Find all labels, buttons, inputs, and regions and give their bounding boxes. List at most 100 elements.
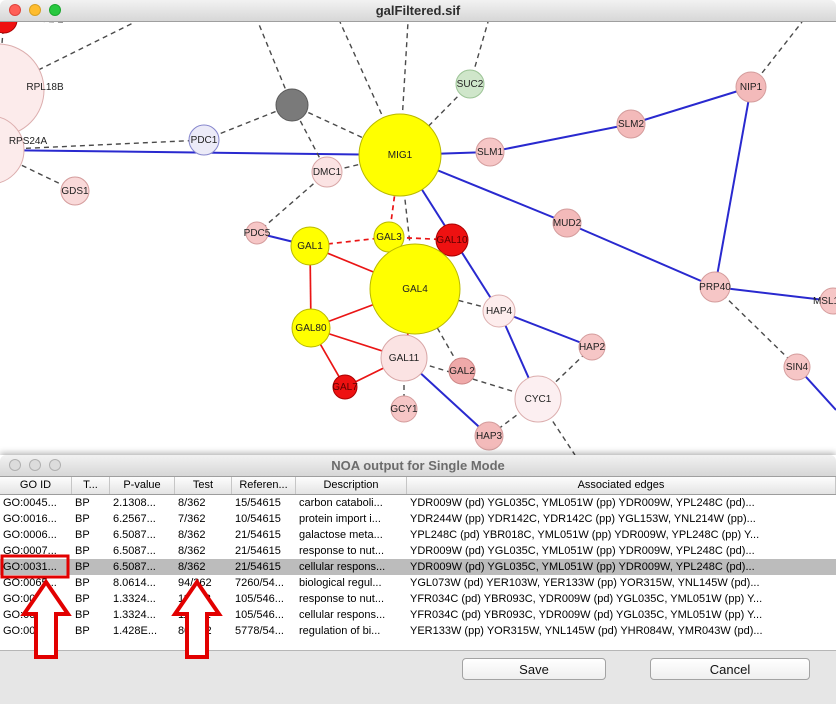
column-header-3[interactable]: P-value (110, 477, 175, 494)
edge[interactable] (567, 223, 715, 287)
cell: GO:0016... (0, 511, 72, 527)
node-label-gal11: GAL11 (389, 353, 420, 364)
cell: 11/362 (175, 591, 232, 607)
node-label-slm1: SLM1 (477, 147, 504, 158)
network-window-titlebar[interactable]: galFiltered.sif (0, 0, 836, 22)
network-window-title: galFiltered.sif (376, 3, 461, 18)
edge[interactable] (631, 87, 751, 124)
table-row-8[interactable]: GO:0031...BP1.3324...11/362105/546...cel… (0, 607, 836, 623)
minimize-button[interactable] (29, 459, 41, 471)
zoom-button[interactable] (49, 4, 61, 16)
node-label-gal4: GAL4 (402, 284, 428, 295)
noa-window-title: NOA output for Single Mode (331, 458, 505, 473)
cell: YFR034C (pd) YBR093C, YDR009W (pd) YGL03… (407, 607, 836, 623)
node-label-nip1: NIP1 (740, 82, 763, 93)
column-header-2[interactable]: T... (72, 477, 110, 494)
close-button[interactable] (9, 4, 21, 16)
cell: 21/54615 (232, 543, 296, 559)
node-label-gal10: GAL10 (436, 235, 468, 246)
node-label-gal3: GAL3 (376, 232, 402, 243)
cell: YFR034C (pd) YBR093C, YDR009W (pd) YGL03… (407, 591, 836, 607)
cell: 7/362 (175, 511, 232, 527)
node-red1[interactable] (0, 22, 17, 33)
cell: BP (72, 623, 110, 639)
cell: 11/362 (175, 607, 232, 623)
cell: YDR009W (pd) YGL035C, YML051W (pp) YDR00… (407, 559, 836, 575)
save-button[interactable]: Save (462, 658, 606, 680)
network-canvas[interactable]: RPL18BRPS24AGDS1PDC1DMC1SUC2MIG1SLM1SLM2… (0, 22, 836, 455)
column-header-7[interactable]: Associated edges (407, 477, 836, 494)
column-header-6[interactable]: Description (296, 477, 407, 494)
cell: BP (72, 575, 110, 591)
table-row-3[interactable]: GO:0006...BP6.5087...8/36221/54615galact… (0, 527, 836, 543)
node-gray1[interactable] (276, 89, 308, 121)
cell: 1.3324... (110, 607, 175, 623)
node-label-cyc1: CYC1 (525, 394, 552, 405)
cell: 1.428E... (110, 623, 175, 639)
network-graph[interactable]: RPL18BRPS24AGDS1PDC1DMC1SUC2MIG1SLM1SLM2… (0, 22, 836, 455)
node-label-slm2: SLM2 (618, 119, 645, 130)
cell: 6.5087... (110, 527, 175, 543)
column-header-4[interactable]: Test (175, 477, 232, 494)
node-label-mud2: MUD2 (553, 218, 582, 229)
cell: response to nut... (296, 543, 407, 559)
node-label-pdc5: PDC5 (244, 228, 271, 239)
cell: 80/362 (175, 623, 232, 639)
cell: 6.5087... (110, 559, 175, 575)
cell: galactose meta... (296, 527, 407, 543)
cell: 1.3324... (110, 591, 175, 607)
cell: 105/546... (232, 607, 296, 623)
table-body: GO:0045...BP2.1308...8/36215/54615carbon… (0, 495, 836, 639)
cell: YGL073W (pd) YER103W, YER133W (pp) YOR31… (407, 575, 836, 591)
minimize-button[interactable] (29, 4, 41, 16)
cell: response to nut... (296, 591, 407, 607)
cell: 6.2567... (110, 511, 175, 527)
cell: cellular respons... (296, 607, 407, 623)
zoom-button[interactable] (49, 459, 61, 471)
table-header-row: GO IDT...P-valueTestReferen...Descriptio… (0, 477, 836, 495)
noa-window-titlebar[interactable]: NOA output for Single Mode (0, 455, 836, 477)
node-label-prp40: PRP40 (699, 282, 731, 293)
cell: 8/362 (175, 543, 232, 559)
node-label-suc2: SUC2 (457, 79, 484, 90)
cell: YDR009W (pd) YGL035C, YML051W (pp) YDR00… (407, 495, 836, 511)
cell: 21/54615 (232, 559, 296, 575)
node-label-mig1: MIG1 (388, 150, 413, 161)
cell: BP (72, 511, 110, 527)
cell: GO:0031... (0, 559, 72, 575)
cancel-button[interactable]: Cancel (650, 658, 810, 680)
cell: BP (72, 527, 110, 543)
cell: 8.0614... (110, 575, 175, 591)
edge[interactable] (715, 87, 751, 287)
node-label-dmc1: DMC1 (313, 167, 342, 178)
edge[interactable] (715, 287, 797, 367)
table-row-1[interactable]: GO:0045...BP2.1308...8/36215/54615carbon… (0, 495, 836, 511)
table-row-5[interactable]: GO:0031...BP6.5087...8/36221/54615cellul… (0, 559, 836, 575)
table-row-4[interactable]: GO:0007...BP6.5087...8/36221/54615respon… (0, 543, 836, 559)
close-button[interactable] (9, 459, 21, 471)
cell: protein import i... (296, 511, 407, 527)
cell: 21/54615 (232, 527, 296, 543)
cell: GO:0065... (0, 575, 72, 591)
column-header-1[interactable]: GO ID (0, 477, 72, 494)
window-controls (9, 4, 61, 16)
cell: YPL248C (pd) YBR018C, YML051W (pp) YDR00… (407, 527, 836, 543)
node-label-hap2: HAP2 (579, 342, 606, 353)
table-row-9[interactable]: GO:0050...BP1.428E...80/3625778/54...reg… (0, 623, 836, 639)
cell: BP (72, 543, 110, 559)
column-header-5[interactable]: Referen... (232, 477, 296, 494)
node-label-gal1: GAL1 (297, 241, 323, 252)
cell: 8/362 (175, 559, 232, 575)
table-row-6[interactable]: GO:0065...BP8.0614...94/3627260/54...bio… (0, 575, 836, 591)
table-row-2[interactable]: GO:0016...BP6.2567...7/36210/54615protei… (0, 511, 836, 527)
cell: 6.5087... (110, 543, 175, 559)
table-row-7[interactable]: GO:0006...BP1.3324...11/362105/546...res… (0, 591, 836, 607)
node-label-hap4: HAP4 (486, 306, 513, 317)
node-label-pdc1: PDC1 (191, 135, 218, 146)
button-bar: Save Cancel (0, 650, 836, 704)
node-label-gcy1: GCY1 (390, 404, 418, 415)
edge[interactable] (490, 124, 631, 152)
node-label-gds1: GDS1 (61, 186, 89, 197)
go-results-table[interactable]: GO IDT...P-valueTestReferen...Descriptio… (0, 477, 836, 650)
cell: GO:0006... (0, 527, 72, 543)
